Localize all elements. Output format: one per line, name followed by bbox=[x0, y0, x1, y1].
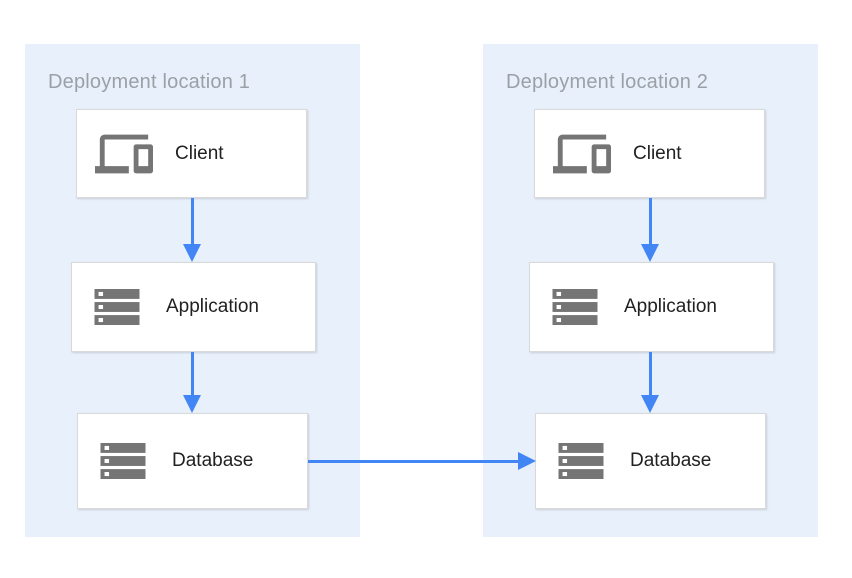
arrow-line bbox=[648, 352, 652, 395]
node-database-1: Database bbox=[77, 413, 308, 509]
server-stack-icon bbox=[548, 280, 602, 334]
arrow-application-to-database-1 bbox=[183, 352, 201, 413]
devices-icon bbox=[553, 125, 611, 183]
node-label-client-2: Client bbox=[633, 142, 682, 164]
arrow-client-to-application-2 bbox=[641, 198, 659, 262]
server-stack-icon bbox=[554, 434, 608, 488]
arrow-client-to-application-1 bbox=[183, 198, 201, 262]
node-client-1: Client bbox=[76, 109, 307, 198]
arrow-database1-to-database2 bbox=[308, 452, 536, 470]
arrow-head-right-icon bbox=[518, 452, 536, 470]
node-label-client-1: Client bbox=[175, 142, 224, 164]
arrow-head-down-icon bbox=[641, 395, 659, 413]
node-label-application-2: Application bbox=[624, 296, 717, 317]
location-2-title: Deployment location 2 bbox=[506, 71, 709, 93]
node-label-database-2: Database bbox=[630, 450, 712, 471]
deployment-location-1-container: Deployment location 1 Client bbox=[25, 44, 360, 537]
devices-icon bbox=[95, 125, 153, 183]
arrow-line bbox=[190, 352, 194, 395]
arrow-line bbox=[308, 459, 518, 463]
arrow-line bbox=[190, 198, 194, 244]
arrow-line bbox=[648, 198, 652, 244]
node-label-database-1: Database bbox=[172, 450, 254, 471]
location-1-title: Deployment location 1 bbox=[48, 71, 251, 93]
arrow-application-to-database-2 bbox=[641, 352, 659, 413]
arrow-head-down-icon bbox=[641, 244, 659, 262]
server-stack-icon bbox=[96, 434, 150, 488]
deployment-location-2-container: Deployment location 2 Client bbox=[483, 44, 818, 537]
node-database-2: Database bbox=[535, 413, 766, 509]
node-label-application-1: Application bbox=[166, 296, 259, 317]
arrow-head-down-icon bbox=[183, 395, 201, 413]
node-client-2: Client bbox=[534, 109, 765, 198]
node-application-1: Application bbox=[71, 262, 316, 352]
server-stack-icon bbox=[90, 280, 144, 334]
node-application-2: Application bbox=[529, 262, 774, 352]
arrow-head-down-icon bbox=[183, 244, 201, 262]
